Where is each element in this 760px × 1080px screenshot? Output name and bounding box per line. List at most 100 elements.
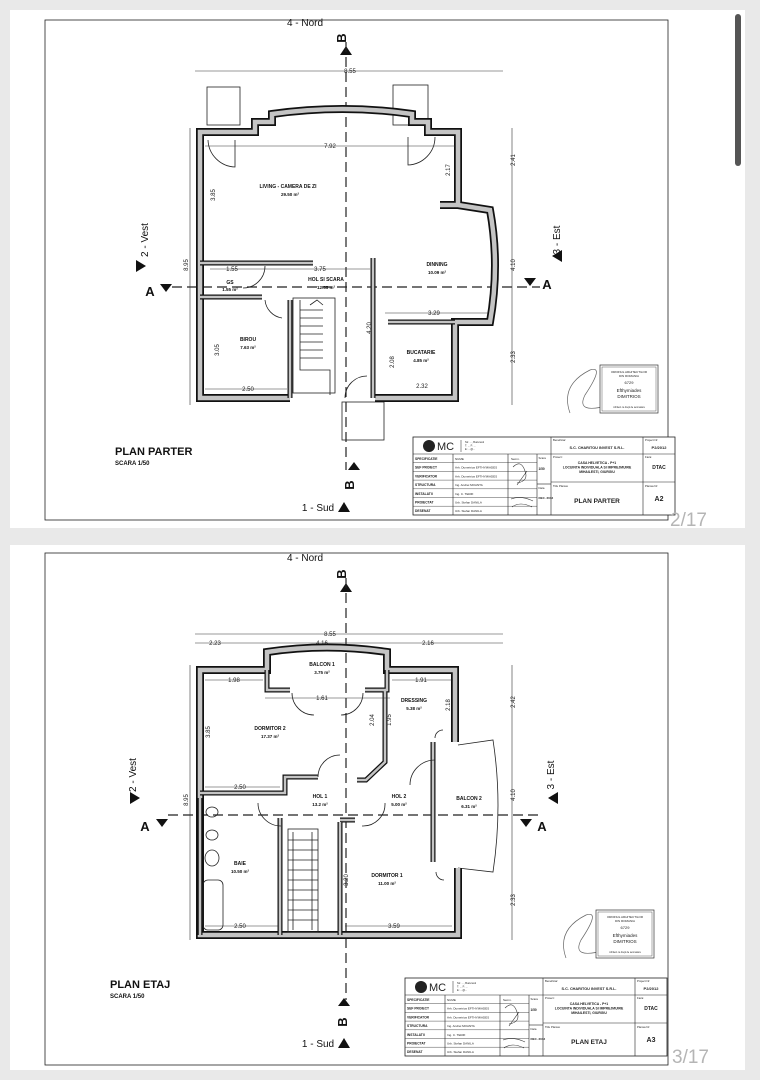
- section-arrow: [520, 819, 532, 827]
- vertical-scrollbar[interactable]: [735, 14, 741, 166]
- svg-text:17.37 m²: 17.37 m²: [261, 734, 280, 739]
- svg-text:DORMITOR 2: DORMITOR 2: [254, 726, 286, 732]
- section-arrow: [348, 462, 360, 470]
- dim: 1.95: [387, 714, 393, 726]
- project-label: Proiect:: [545, 996, 555, 1000]
- dim: 3.85: [206, 726, 212, 738]
- staff-name: Arh. Dumetrios EFTHYMIADES: [455, 474, 497, 478]
- staff-role: VERIFICATOR: [407, 1015, 430, 1019]
- north-label: 4 - Nord: [287, 18, 323, 29]
- sign-label: Semn.: [511, 457, 520, 461]
- project-line: MIHAILESTI, GIURGIU: [571, 1011, 607, 1015]
- east-label: 3 - Est: [546, 760, 557, 789]
- dim: 2.08: [390, 356, 396, 368]
- staff-role: VERIFICATOR: [415, 474, 438, 478]
- staff-name: Urb. Stefan DANILA: [447, 1042, 474, 1046]
- company-logo-icon: [415, 981, 427, 993]
- staff-role: SEF PROIECT: [407, 1007, 429, 1011]
- dim: 2.32: [416, 384, 428, 390]
- svg-text:10.50 m²: 10.50 m²: [231, 869, 250, 874]
- dim: 4.20: [367, 322, 373, 334]
- staff-name: NUME: [447, 998, 456, 1002]
- dim: 1.55: [226, 267, 238, 273]
- dim: 2.04: [370, 714, 376, 726]
- dim-right-1: 2.41: [511, 154, 517, 166]
- svg-text:3.75 m²: 3.75 m²: [314, 670, 330, 675]
- page-3: 4 - Nord B 1 - Sud B 2 - Vest A 3 - Est …: [10, 545, 745, 1070]
- sign-label: Semn.: [503, 998, 512, 1002]
- staff-role: SEF PROIECT: [415, 466, 437, 470]
- south-label: 1 - Sud: [302, 1039, 334, 1050]
- stamp-text: Efthymiades: [613, 933, 639, 938]
- sheet-title: PLAN ETAJ: [571, 1039, 607, 1046]
- page-indicator: 3/17: [672, 1047, 709, 1068]
- staff-name: NUME: [455, 457, 464, 461]
- date-label: Data: [531, 1027, 537, 1031]
- dim: 1.98: [228, 678, 240, 684]
- dim: 2.16: [422, 641, 434, 647]
- scale-value: 1/50: [531, 1008, 537, 1012]
- staff-role: DESENAT: [407, 1050, 423, 1054]
- plan-scale: SCARA 1/50: [110, 994, 145, 1000]
- svg-text:10.09 m²: 10.09 m²: [428, 270, 447, 275]
- section-a-left: A: [140, 819, 150, 834]
- section-b-bottom: B: [335, 1017, 350, 1026]
- walls: [196, 105, 499, 402]
- stamp-text: ORDINUL ARHITECTILOR: [611, 370, 648, 374]
- staff-name: Ing. C. TERZI: [447, 1033, 465, 1037]
- section-arrow: [552, 250, 562, 262]
- svg-text:29.50 m²: 29.50 m²: [281, 192, 300, 197]
- project-line: LOCUINTA INDIVIDUALA SI IMPREJMUIRE: [555, 1007, 624, 1011]
- room-wc: GS1.55 m²: [222, 280, 238, 292]
- beneficiary: S.C. CHARITOU INVEST S.R.L.: [562, 987, 617, 991]
- company-address: T: ... F: ...: [465, 444, 476, 448]
- page-indicator: 2/17: [670, 510, 707, 528]
- section-arrow: [136, 260, 146, 272]
- sheet-no-label: Plansa Nr:: [637, 1025, 650, 1029]
- dim: 2.23: [209, 641, 221, 647]
- company-address: T: ... F: ...: [457, 985, 468, 989]
- dim: 1.61: [316, 696, 328, 702]
- phase-label: Faza:: [637, 996, 644, 1000]
- sheet-no-label: Plansa Nr:: [645, 484, 658, 488]
- company-logo: MC: [437, 441, 454, 453]
- svg-text:1.55 m²: 1.55 m²: [222, 287, 238, 292]
- room-bedroom-2: DORMITOR 2 17.37 m²: [254, 726, 286, 739]
- staff-role: SPECIFICATIE: [415, 457, 438, 461]
- section-b-top: B: [334, 33, 349, 42]
- stamp-text: DIMITRIOS: [617, 394, 640, 399]
- west-label: 2 - Vest: [128, 758, 139, 792]
- date-label: Data: [539, 486, 545, 490]
- dim-right-3: 2.33: [511, 894, 517, 906]
- dim-total-width: 8.55: [344, 69, 356, 75]
- plan-title: PLAN ETAJ: [110, 979, 170, 991]
- sheet-frame: [44, 19, 669, 521]
- staff-role: PROIECTAT: [407, 1042, 426, 1046]
- staff-role: DESENAT: [415, 509, 431, 513]
- project-no-label: Project Nr:: [645, 438, 658, 442]
- south-label: 1 - Sud: [302, 503, 334, 514]
- room-hall-1: HOL 113.2 m²: [312, 794, 328, 807]
- dim-total-depth: 8.95: [184, 794, 190, 806]
- svg-text:HOL 1: HOL 1: [313, 794, 328, 800]
- walls: [196, 643, 462, 939]
- phase: DTAC: [652, 465, 666, 471]
- section-a-right: A: [537, 819, 547, 834]
- staff-name: Arh. Dumetrios EFTHYMIADES: [447, 1007, 489, 1011]
- east-label: 3 - Est: [552, 225, 563, 254]
- staff-name: Arh. Dumetrios EFTHYMIADES: [455, 466, 497, 470]
- dim-right-2: 4.10: [511, 259, 517, 271]
- svg-text:6.31 m²: 6.31 m²: [461, 804, 477, 809]
- sheet-no: A3: [647, 1037, 656, 1044]
- company-address: Str. ..., Bucuresti: [457, 981, 476, 985]
- stamp-text: 6729: [621, 925, 631, 930]
- dim-total-depth: 8.95: [184, 259, 190, 271]
- section-b-bottom: B: [342, 480, 357, 489]
- beneficiary: S.C. CHARITOU INVEST S.R.L.: [570, 446, 625, 450]
- signature: [510, 463, 534, 508]
- plan-title: PLAN PARTER: [115, 446, 192, 458]
